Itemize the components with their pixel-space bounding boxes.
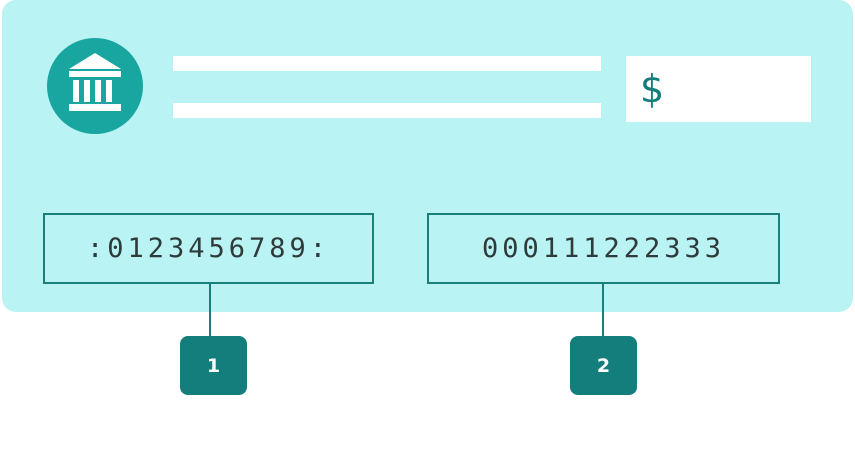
payee-line (173, 56, 601, 71)
callout-badge-1: 1 (180, 336, 247, 395)
account-number-box: 000111222333 (427, 213, 780, 284)
account-number: 000111222333 (481, 233, 726, 264)
callout-badge-2: 2 (570, 336, 637, 395)
routing-number: :0123456789: (86, 233, 331, 264)
bank-icon (47, 38, 143, 134)
callout-connector-2 (602, 284, 604, 336)
amount-box (626, 56, 811, 122)
callout-connector-1 (209, 284, 211, 336)
amount-words-line (173, 103, 601, 118)
routing-number-box: :0123456789: (43, 213, 374, 284)
dollar-sign: $ (640, 67, 665, 111)
